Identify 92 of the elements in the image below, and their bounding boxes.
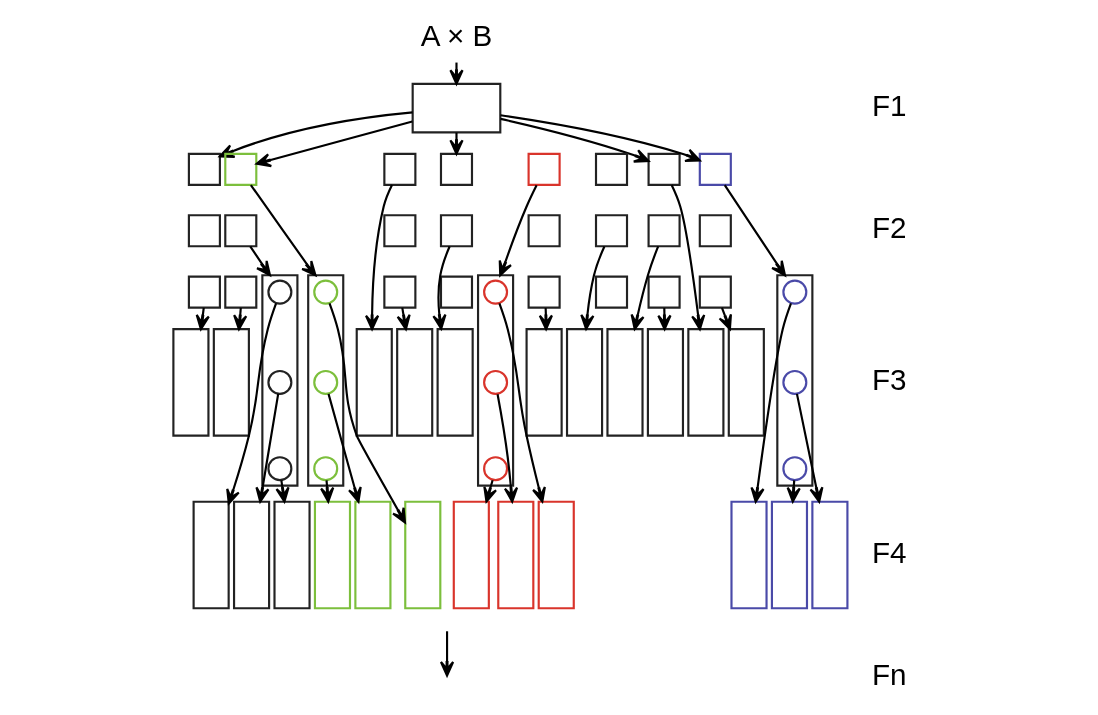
node-bar: [525, 328, 563, 437]
node-bar: [192, 500, 230, 610]
arrow: [249, 184, 317, 277]
node-box: [223, 152, 257, 187]
arrow: [254, 393, 279, 503]
node-bar: [810, 500, 848, 610]
node-circle: [312, 456, 338, 482]
node-box: [382, 214, 416, 248]
label: Fn: [871, 657, 907, 691]
arrow: [328, 303, 406, 524]
node-circle: [482, 279, 508, 305]
node-box: [411, 82, 501, 134]
node-bar: [452, 500, 490, 610]
node-box: [647, 214, 681, 248]
node-box: [527, 275, 561, 309]
node-bar: [395, 328, 433, 437]
node-box: [382, 152, 416, 187]
node-circle: [312, 279, 338, 305]
node-circle: [781, 456, 807, 482]
arrow: [225, 303, 277, 505]
node-bar: [403, 500, 441, 610]
arrow: [396, 307, 411, 331]
node-circle: [312, 369, 338, 395]
node-bar: [537, 500, 575, 610]
node-bar: [272, 500, 311, 610]
node-box: [647, 275, 681, 309]
node-bar: [770, 500, 808, 610]
arrow: [232, 307, 247, 331]
arrow: [670, 184, 705, 331]
node-box: [698, 275, 732, 309]
arrow: [498, 184, 538, 277]
node-box: [594, 152, 628, 187]
node-box: [527, 152, 561, 187]
node-bar: [436, 328, 474, 437]
node-box: [223, 275, 257, 309]
label: F2: [871, 211, 907, 245]
node-bar: [686, 328, 724, 437]
node-circle: [781, 279, 807, 305]
node-box: [698, 214, 732, 248]
node-box: [698, 152, 732, 187]
node-circle: [482, 456, 508, 482]
node-box: [527, 214, 561, 248]
arrow: [499, 114, 701, 163]
arrow: [255, 120, 413, 168]
node-bar: [171, 328, 209, 437]
node-circle: [781, 369, 807, 395]
arrow: [482, 480, 497, 503]
arrow: [431, 246, 451, 330]
node-bar: [232, 500, 270, 610]
node-box: [439, 214, 473, 248]
node-bar: [646, 328, 684, 437]
node-circle: [266, 369, 292, 395]
label: F1: [871, 88, 907, 122]
arrow: [723, 184, 786, 277]
node-box: [187, 275, 221, 309]
label: F4: [871, 535, 907, 569]
node-bar: [496, 500, 534, 610]
node-box: [439, 275, 473, 309]
node-box: [187, 152, 221, 187]
arrow: [749, 302, 792, 503]
node-box: [439, 152, 473, 187]
node-circle: [266, 456, 292, 482]
arrow: [630, 245, 659, 331]
arrow: [499, 117, 650, 163]
arrow: [364, 184, 393, 331]
node-bar: [727, 328, 765, 437]
node-bar: [212, 328, 250, 437]
node-bar: [729, 500, 768, 610]
node-bar: [355, 328, 393, 437]
node-box: [223, 214, 257, 248]
node-box: [187, 214, 221, 248]
node-bar: [353, 500, 391, 610]
node-box: [594, 275, 628, 309]
label: F3: [871, 362, 907, 396]
node-bar: [605, 328, 644, 437]
node-box: [647, 152, 681, 187]
node-text: A × B: [420, 18, 492, 52]
arrow: [327, 393, 362, 503]
node-bar: [313, 500, 351, 610]
arrow: [448, 132, 464, 155]
arrow: [717, 307, 732, 331]
node-box: [594, 214, 628, 248]
node-circle: [482, 369, 508, 395]
node-circle: [266, 279, 292, 305]
arrow: [579, 246, 605, 330]
arrow: [448, 62, 464, 85]
arrow: [496, 394, 518, 503]
arrow: [195, 307, 210, 331]
node-box: [382, 275, 416, 309]
node-bar: [565, 328, 603, 437]
arrow: [795, 393, 823, 503]
arrow: [248, 245, 271, 277]
